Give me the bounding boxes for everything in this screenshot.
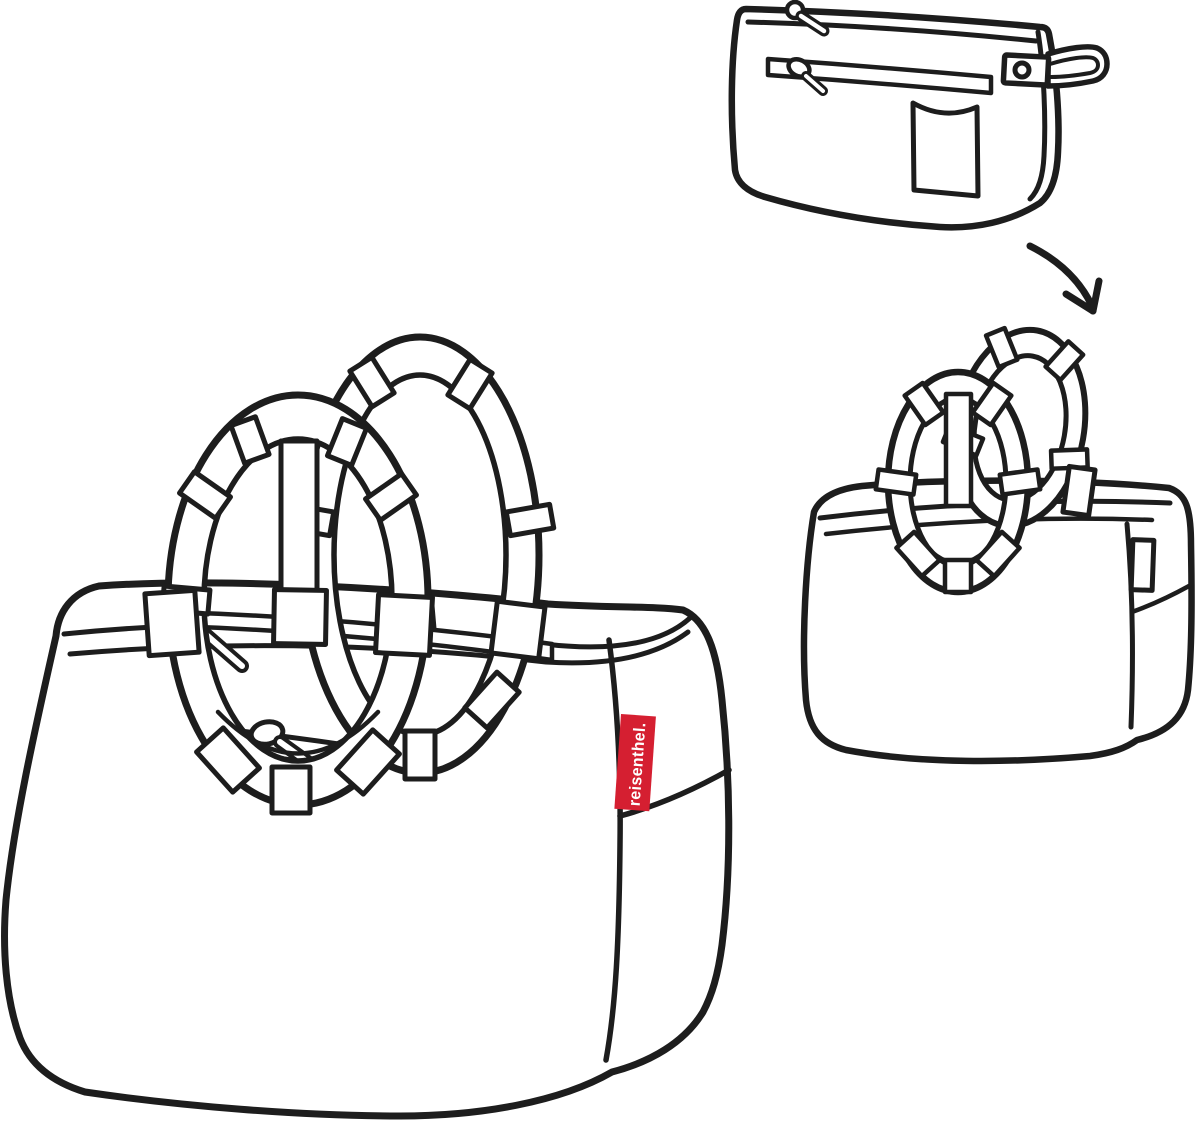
pouch-strap [1000,44,1110,89]
pouch-top-zipper-line [745,19,1039,44]
brand-label-text: reisenthel. [626,722,650,807]
medium-bag-handle-strap [943,391,974,509]
medium-bag [800,325,1195,765]
transform-arrow [1026,242,1103,315]
medium-bag-pocket-line [1129,583,1192,615]
pouch-top-zipper-pull [784,0,830,37]
medium-bag-front-handle [873,368,1043,596]
pouch-front-zipper-pull [786,56,828,96]
medium-bag-side-seam [1124,521,1135,730]
pouch-strap-loop-inner [1048,55,1100,79]
pouch-front-zipper-tape [765,56,994,96]
large-bag: reisenthel. [1,333,733,1120]
large-bag-side-seam [603,637,623,1063]
large-bag-body [1,579,733,1120]
medium-bag-back-handle-clamp [1060,463,1098,519]
large-bag-pocket-line [617,767,732,819]
folded-pouch [728,0,1110,231]
pouch-label-patch [910,100,981,199]
brand-label-background [614,714,656,812]
large-bag-front-handle [159,391,437,816]
large-bag-rim-clamps [142,587,548,662]
medium-bag-side-tab [1128,537,1157,593]
pouch-snap-button [1012,60,1032,80]
large-bag-handle-strap [278,438,320,602]
brand-label: reisenthel. [614,714,656,812]
pouch-body [728,5,1062,231]
